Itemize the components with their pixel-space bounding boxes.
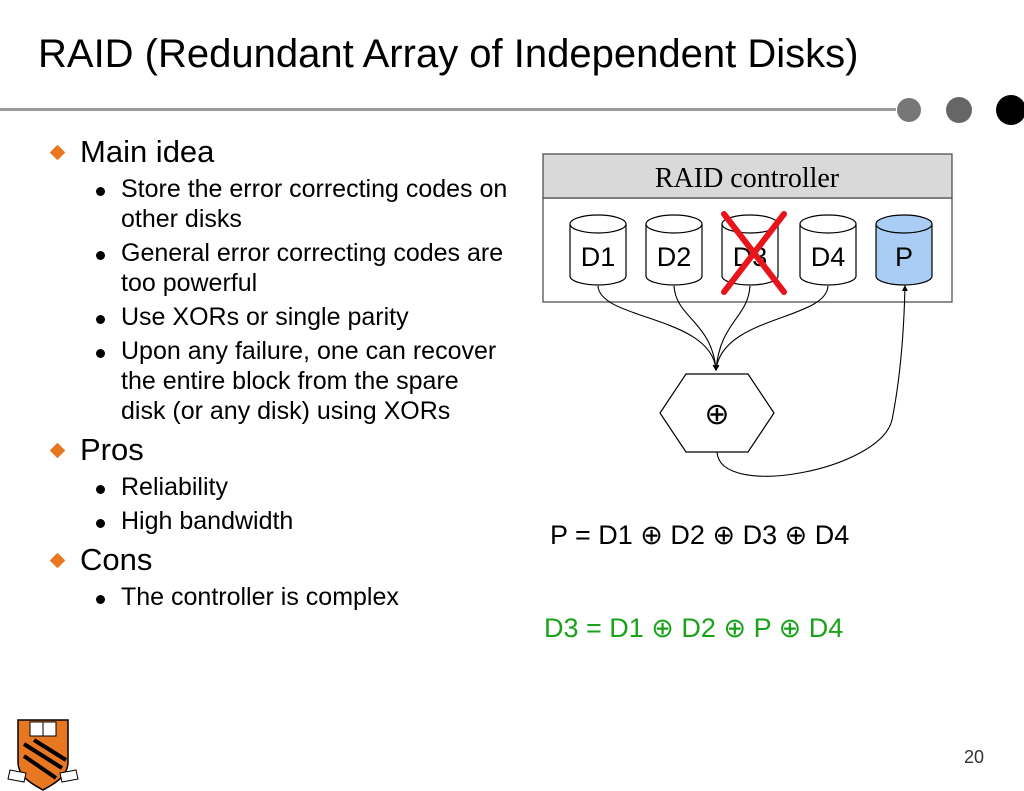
disc-bullet-icon <box>96 251 105 260</box>
disk-label: D1 <box>581 242 616 272</box>
sub-bullet-text: General error correcting codes are too p… <box>121 239 504 297</box>
disk-d1: D1 <box>569 214 627 286</box>
disk-d4: D4 <box>799 214 857 286</box>
sub-bullet-text: Store the error correcting codes on othe… <box>121 175 508 233</box>
controller-header <box>542 153 953 199</box>
disc-bullet-icon <box>96 485 105 494</box>
university-shield-logo <box>7 719 79 791</box>
page-number: 20 <box>964 747 985 767</box>
decor-dot-1 <box>897 98 921 122</box>
decor-dot-2 <box>946 97 972 123</box>
disk-parity: P <box>875 214 933 286</box>
bullet-cons: Cons <box>48 542 508 578</box>
bullet-list: Main idea Store the error correcting cod… <box>48 128 508 612</box>
disc-bullet-icon <box>96 595 105 604</box>
disk-label: P <box>895 242 913 272</box>
xor-input-arrows <box>597 285 829 371</box>
sub-bullet: Use XORs or single parity <box>48 302 508 332</box>
sub-bullet: General error correcting codes are too p… <box>48 238 508 298</box>
disc-bullet-icon <box>96 519 105 528</box>
recovery-equation: D3 = D1 ⊕ D2 ⊕ P ⊕ D4 <box>544 613 844 643</box>
sub-bullet-text: Use XORs or single parity <box>121 303 409 331</box>
sub-bullet: Store the error correcting codes on othe… <box>48 174 508 234</box>
disc-bullet-icon <box>96 187 105 196</box>
disc-bullet-icon <box>96 349 105 358</box>
sub-bullet-text: Upon any failure, one can recover the en… <box>121 337 497 425</box>
slide-title: RAID (Redundant Array of Independent Dis… <box>38 32 859 76</box>
sub-bullet-text: Reliability <box>121 473 228 501</box>
title-divider <box>0 108 896 111</box>
controller-label: RAID controller <box>655 163 840 194</box>
sub-bullet-text: High bandwidth <box>121 507 294 535</box>
decor-dot-3 <box>996 95 1024 125</box>
xor-output-arrow <box>716 285 908 477</box>
bullet-pros: Pros <box>48 432 508 468</box>
bullet-label: Pros <box>80 432 144 467</box>
sub-bullet: The controller is complex <box>48 582 508 612</box>
xor-gate <box>659 373 775 453</box>
parity-equation: P = D1 ⊕ D2 ⊕ D3 ⊕ D4 <box>550 520 850 550</box>
sub-bullet: High bandwidth <box>48 506 508 536</box>
sub-bullet-text: The controller is complex <box>121 583 399 611</box>
sub-bullet: Reliability <box>48 472 508 502</box>
bullet-label: Main idea <box>80 134 215 169</box>
bullet-label: Cons <box>80 542 153 577</box>
disk-label: D2 <box>657 242 692 272</box>
failure-cross-icon <box>721 211 787 295</box>
disk-label: D4 <box>811 242 846 272</box>
bullet-main-idea: Main idea <box>48 134 508 170</box>
sub-bullet: Upon any failure, one can recover the en… <box>48 336 508 426</box>
disc-bullet-icon <box>96 315 105 324</box>
disk-d2: D2 <box>645 214 703 286</box>
xor-symbol: ⊕ <box>704 397 729 432</box>
